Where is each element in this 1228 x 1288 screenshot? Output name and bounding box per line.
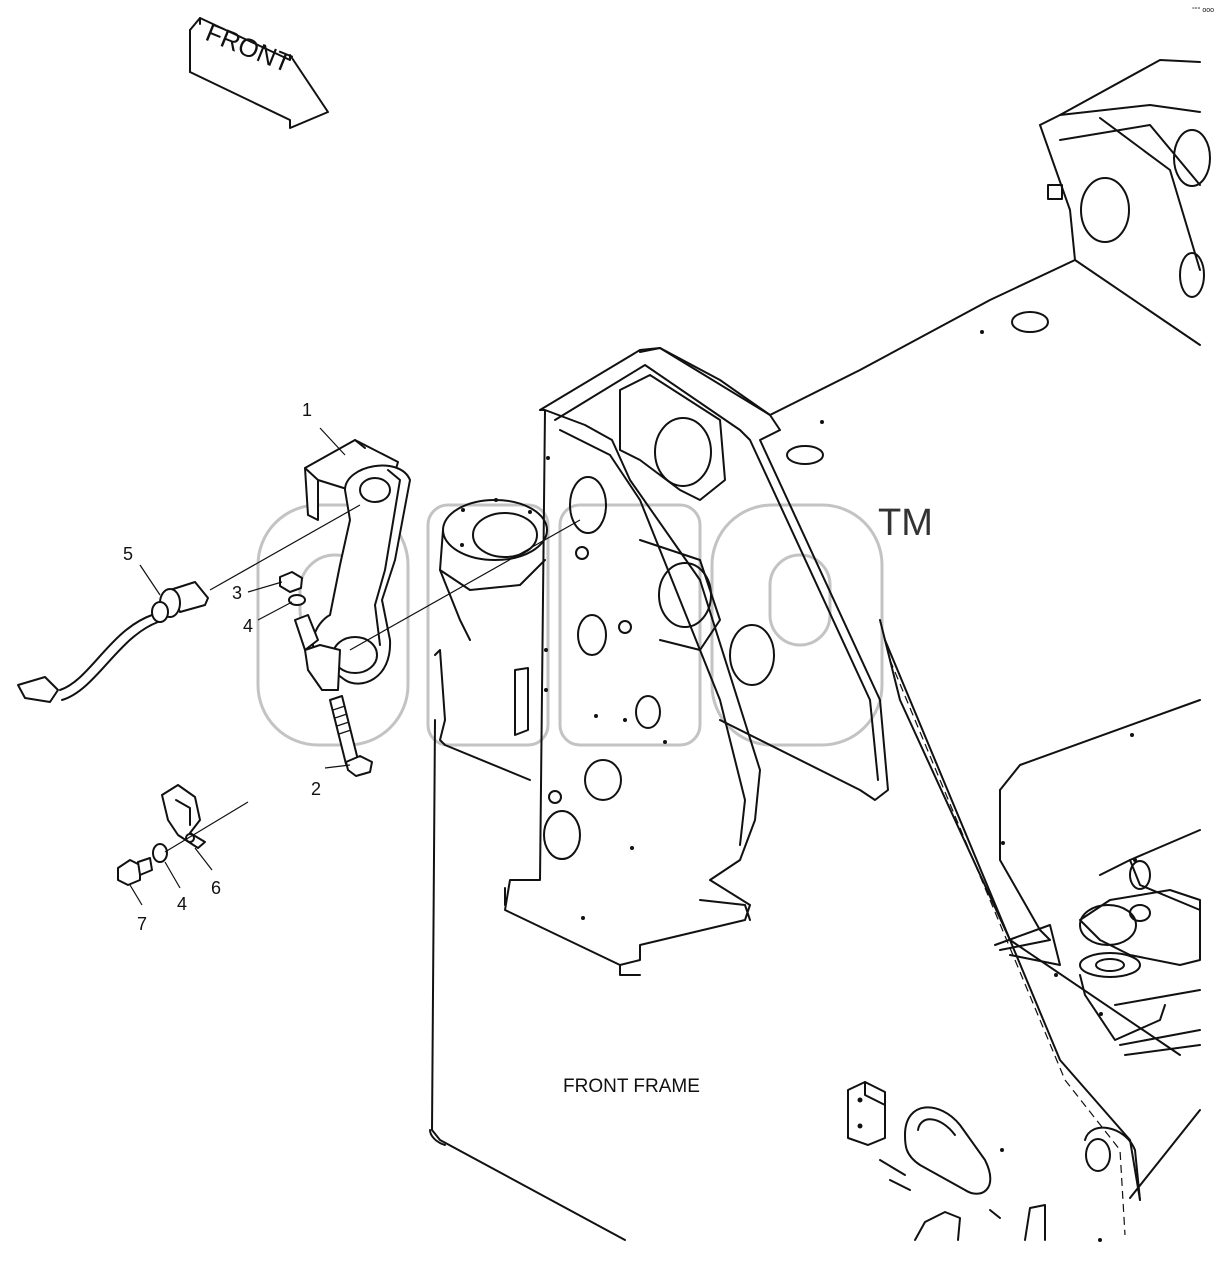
part-4-washer-lower (152, 843, 168, 863)
callout-5: 5 (123, 544, 133, 564)
part-3-nut (279, 571, 303, 593)
front-frame-structure: FRONT FRAME (429, 59, 1211, 1242)
part-5-sensor (17, 581, 209, 703)
watermark-logo: TM (256, 502, 933, 747)
watermark-tm: TM (878, 502, 933, 544)
front-frame-label: FRONT FRAME (563, 1076, 700, 1097)
part-4-washer-upper (288, 594, 306, 606)
part-7-bolt (117, 857, 153, 886)
part-1-bracket (294, 439, 411, 691)
assembly-lines (129, 427, 581, 906)
part-6-clip (161, 784, 206, 849)
part-2-bolt (329, 695, 373, 777)
front-direction-arrow: FRONT (189, 17, 329, 129)
callout-2: 2 (311, 779, 321, 799)
callout-4-upper: 4 (243, 616, 253, 636)
callout-7: 7 (137, 914, 147, 934)
callout-6: 6 (211, 878, 221, 898)
callout-4-lower: 4 (177, 894, 187, 914)
page-code: °°° ooo (1192, 6, 1214, 14)
callout-3: 3 (232, 583, 242, 603)
callout-1: 1 (302, 400, 312, 420)
callouts: 1 2 3 4 5 6 4 7 (123, 400, 321, 934)
